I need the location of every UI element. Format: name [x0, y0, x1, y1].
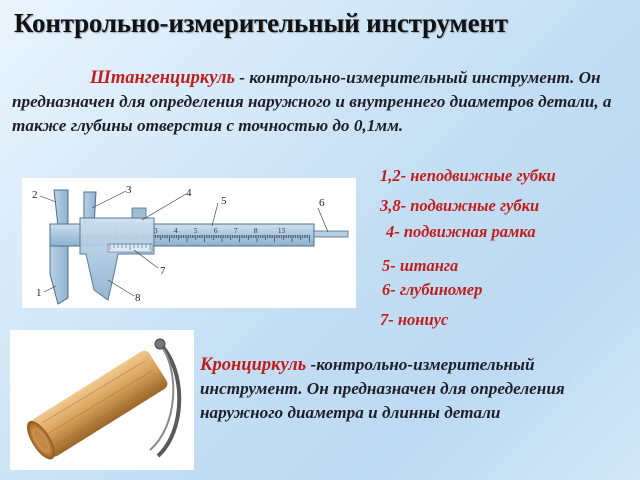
page-title: Контрольно-измерительный инструмент — [14, 8, 508, 38]
scale-number: 3 — [154, 227, 158, 235]
caliper-description-text: - контрольно-измерительный инструмент. О… — [12, 68, 612, 135]
diagram-number: 6 — [319, 197, 325, 209]
diagram-number: 2 — [32, 189, 38, 201]
part-label-vernier: 7- нониус — [380, 310, 449, 329]
scale-number: 7 — [234, 227, 238, 235]
outside-caliper-term: Кронциркуль — [200, 355, 307, 375]
caliper-diagram: 1234567813 2 3 4 5 6 7 1 8 — [22, 178, 356, 308]
part-label-fixed-jaws: 1,2- неподвижные губки — [380, 166, 556, 185]
scale-number: 5 — [194, 227, 198, 235]
scale-number: 4 — [174, 227, 178, 235]
scale-number: 8 — [254, 227, 258, 235]
part-label-beam: 5- штанга — [382, 256, 459, 275]
diagram-number: 4 — [186, 187, 192, 199]
outside-caliper-image — [10, 330, 194, 470]
diagram-number: 8 — [135, 292, 141, 304]
part-label-depth-gauge: 6- глубиномер — [382, 280, 483, 299]
diagram-number: 3 — [126, 184, 132, 196]
diagram-number: 1 — [36, 287, 42, 299]
scale-number: 6 — [214, 227, 218, 235]
scale-number: 13 — [278, 227, 286, 235]
part-label-movable-jaws: 3,8- подвижные губки — [380, 196, 540, 215]
part-label-movable-frame: 4- подвижная рамка — [386, 222, 536, 241]
caliper-term: Штангенциркуль — [90, 68, 235, 88]
caliper-description: Штангенциркуль - контрольно-измерительны… — [12, 66, 637, 138]
outside-caliper-description-text: -контрольно-измерительный инструмент. Он… — [200, 355, 565, 422]
outside-caliper-description: Кронциркуль -контрольно-измерительный ин… — [200, 353, 638, 425]
diagram-number: 7 — [160, 265, 166, 277]
diagram-number: 5 — [221, 195, 227, 207]
